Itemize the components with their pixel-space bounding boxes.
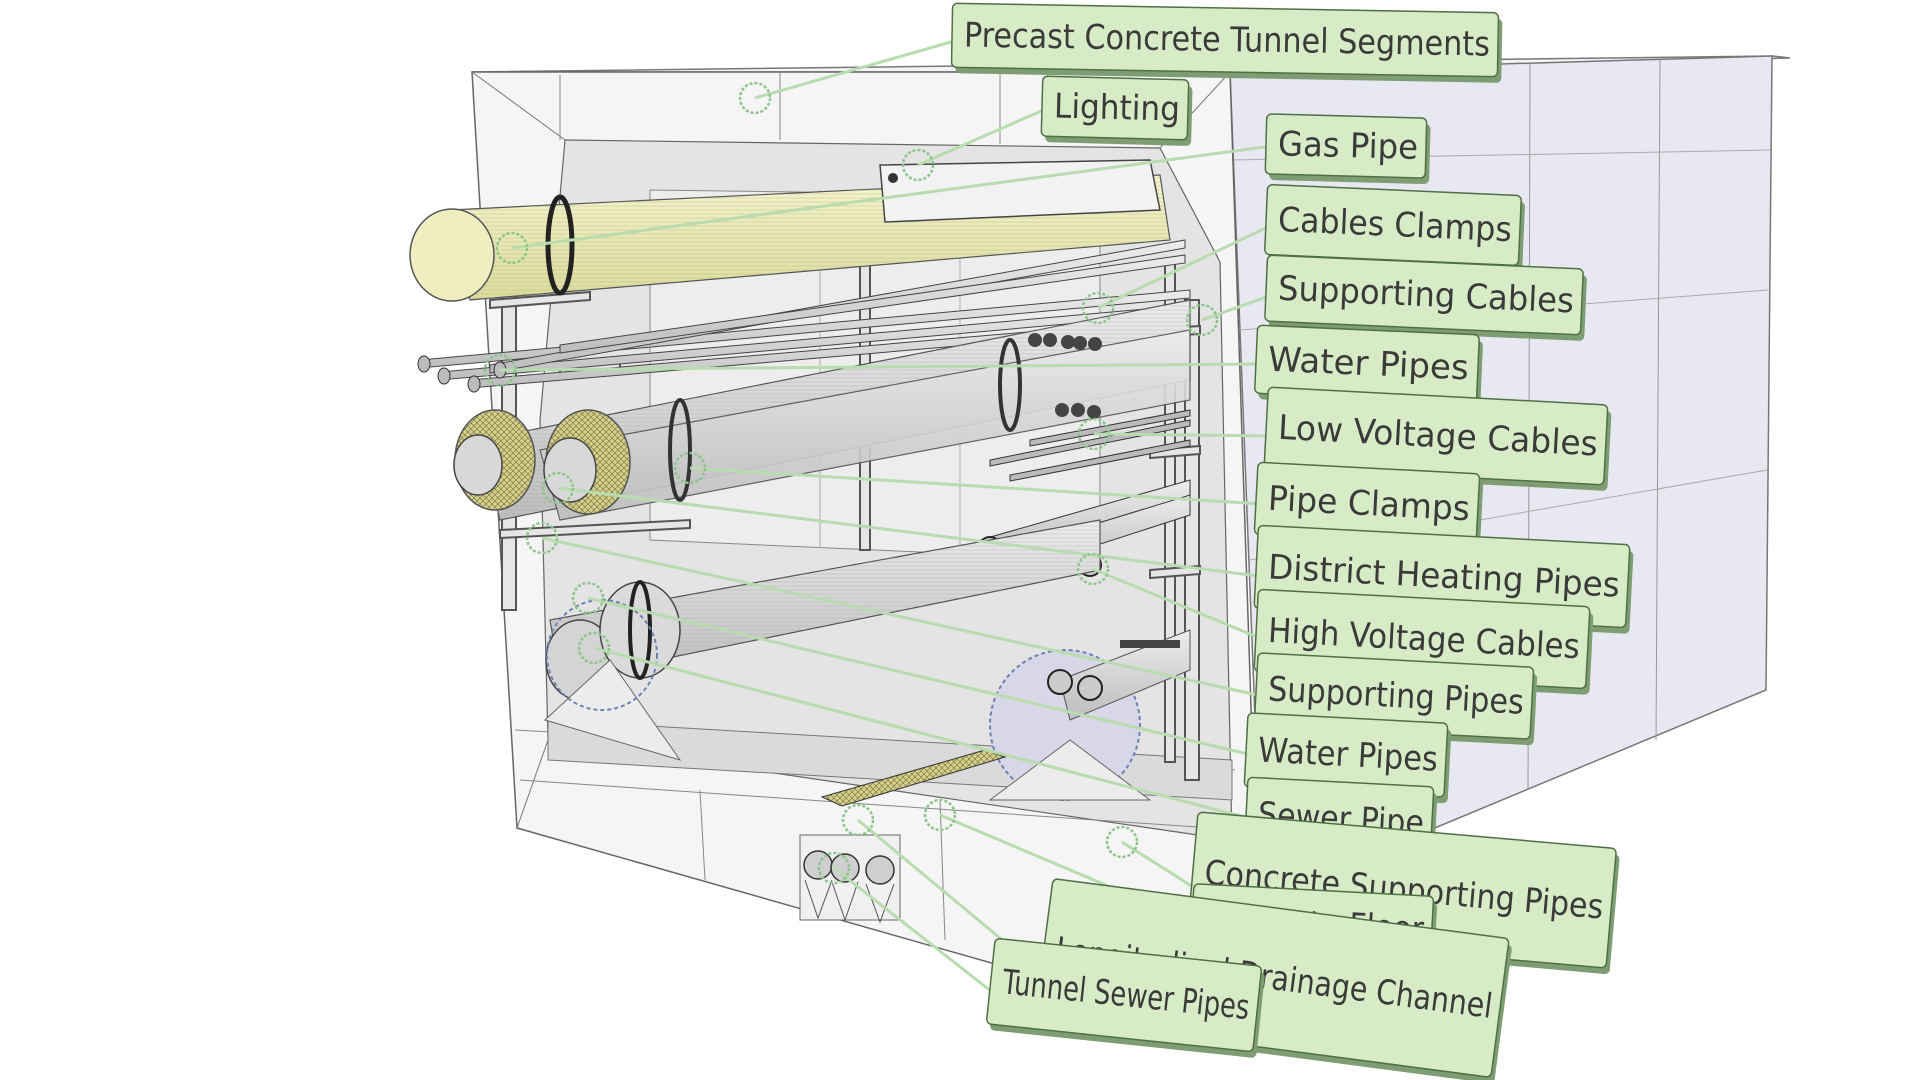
- leader-supporting-pipes: [541, 536, 1263, 698]
- marker-district-heating-pipes: [541, 471, 575, 505]
- label-box: [1264, 254, 1584, 336]
- label-box: [1264, 113, 1428, 179]
- marker-precast-concrete-tunnel-segments: [738, 81, 772, 115]
- label-tunnel-sewer-pipes: Tunnel Sewer Pipes: [985, 937, 1265, 1058]
- label-text: Precast Concrete Tunnel Segments: [964, 15, 1491, 64]
- label-supporting-cables: Supporting Cables: [1264, 254, 1587, 341]
- leader-lines: [499, 38, 1273, 997]
- marker-tunnel-sewer-pipes: [817, 851, 851, 885]
- label-box: [950, 2, 1500, 78]
- marker-supporting-pipes: [525, 521, 559, 555]
- marker-gas-pipe: [495, 231, 529, 265]
- leader-district-heating-pipes: [557, 486, 1263, 578]
- label-text: Water Pipes: [1267, 340, 1469, 389]
- leader-sewer-pipe: [593, 646, 1253, 821]
- label-cables-clamps: Cables Clamps: [1264, 183, 1525, 272]
- leader-water-pipes-upper: [499, 362, 1263, 372]
- marker-cables-clamps: [1081, 291, 1115, 325]
- label-box: [985, 937, 1263, 1053]
- leader-cables-clamps: [1097, 223, 1273, 310]
- leader-tunnel-sewer-pipes: [833, 866, 997, 997]
- marker-concrete-supporting-pipes: [1105, 825, 1139, 859]
- marker-longitudinal-drainage-channel: [841, 803, 875, 837]
- marker-supporting-cables: [1185, 303, 1219, 337]
- leader-pipe-clamps: [689, 466, 1263, 506]
- marker-high-voltage-cables: [1076, 552, 1110, 586]
- marker-concrete-floor: [923, 798, 957, 832]
- leader-precast-concrete-tunnel-segments: [754, 38, 959, 100]
- label-text: Gas Pipe: [1277, 124, 1418, 168]
- marker-pipe-clamps: [673, 451, 707, 485]
- leader-supporting-cables: [1201, 293, 1273, 322]
- callout-labels: Precast Concrete Tunnel SegmentsLighting…: [950, 2, 1634, 1080]
- label-gas-pipe: Gas Pipe: [1264, 113, 1431, 185]
- marker-water-pipes-upper: [483, 353, 517, 387]
- leader-high-voltage-cables: [1092, 567, 1263, 641]
- leader-gas-pipe: [511, 144, 1273, 250]
- drainage-channel: [820, 749, 1007, 807]
- marker-sewer-pipe: [577, 631, 611, 665]
- label-text: Lighting: [1053, 86, 1180, 129]
- marker-low-voltage-cables: [1077, 417, 1111, 451]
- callout-markers: [483, 81, 1219, 885]
- leader-water-pipes-lower: [587, 596, 1253, 757]
- leader-concrete-supporting-pipes: [1121, 840, 1199, 892]
- label-box: [1040, 75, 1190, 141]
- leader-lighting: [917, 106, 1049, 167]
- marker-lighting: [901, 148, 935, 182]
- services: [409, 159, 1191, 807]
- leader-low-voltage-cables: [1093, 432, 1273, 438]
- marker-water-pipes-lower: [571, 581, 605, 615]
- lighting-fixture: [879, 159, 1161, 223]
- label-low-voltage-cables: Low Voltage Cables: [1263, 386, 1612, 491]
- label-lighting: Lighting: [1040, 75, 1193, 146]
- label-precast-concrete-tunnel-segments: Precast Concrete Tunnel Segments: [950, 2, 1503, 83]
- label-text: Water Pipes: [1257, 730, 1439, 779]
